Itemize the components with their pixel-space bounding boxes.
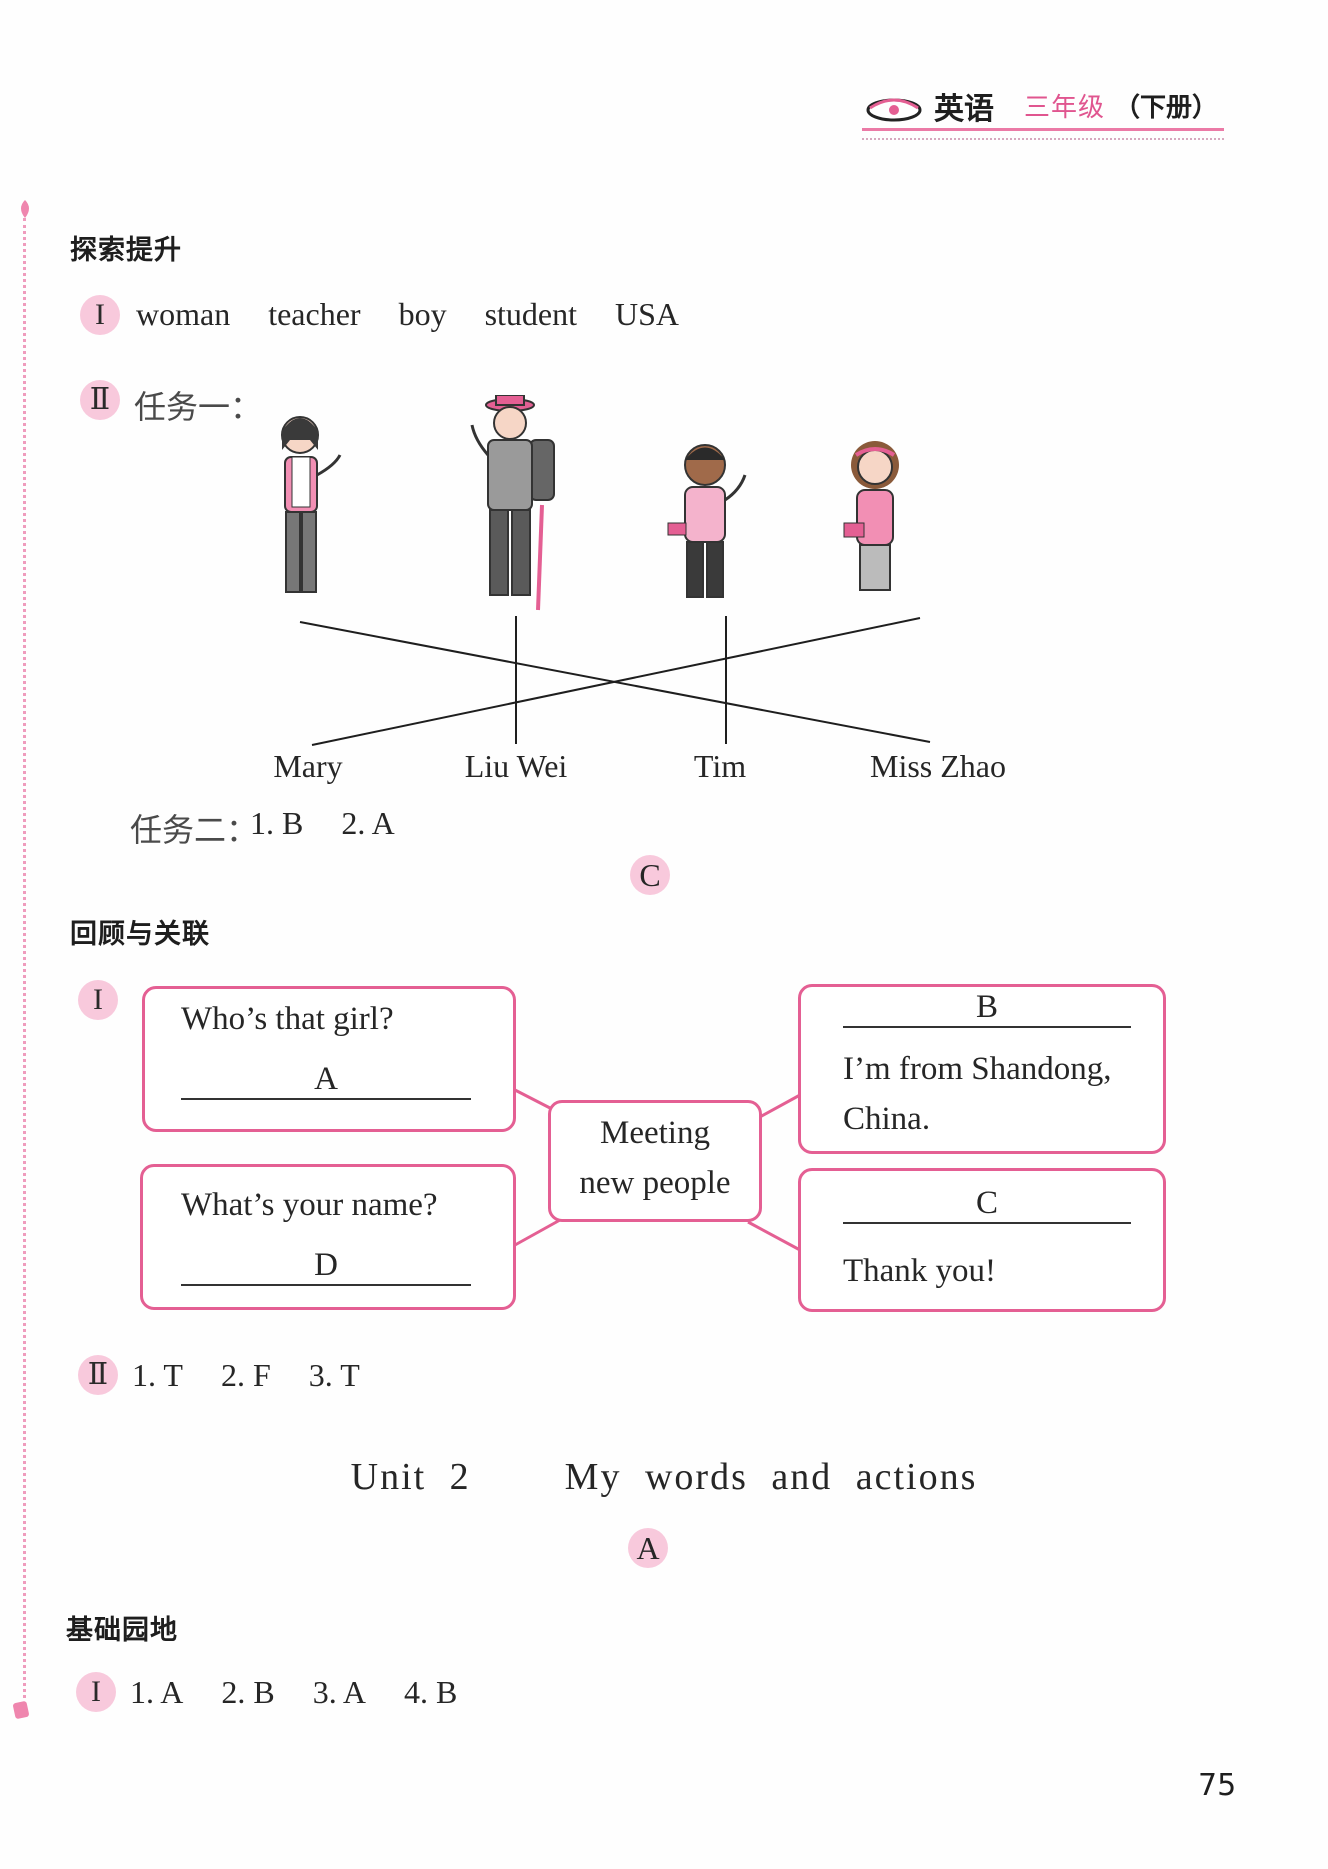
word-item: boy bbox=[398, 296, 447, 332]
word-item: woman bbox=[136, 296, 231, 332]
person-tim-icon bbox=[667, 444, 747, 598]
answer-blank: D bbox=[181, 1247, 471, 1286]
answer-item: 1. T bbox=[132, 1357, 183, 1393]
header-dotted-rule bbox=[862, 138, 1224, 140]
center-line-2: new people bbox=[579, 1165, 731, 1201]
people-illustration bbox=[281, 395, 899, 611]
header-subject: 英语 bbox=[934, 92, 994, 127]
word-item: teacher bbox=[268, 296, 361, 332]
section1-part1-row: I bbox=[80, 295, 120, 335]
task2-prefix: 任务二： bbox=[130, 811, 259, 849]
answer-blank: A bbox=[181, 1061, 471, 1100]
box-meeting-new-people: Meeting new people bbox=[548, 1100, 762, 1222]
name-label: Miss Zhao bbox=[870, 748, 1006, 784]
name-label: Mary bbox=[273, 748, 343, 784]
question-text: Who’s that girl? bbox=[181, 1001, 394, 1037]
answer-blank: C bbox=[843, 1185, 1131, 1224]
page-number: 75 bbox=[1198, 1768, 1237, 1803]
box-who-is-that-girl: Who’s that girl? A bbox=[142, 986, 516, 1132]
answer-item: 1. A bbox=[130, 1674, 184, 1710]
answer-item: 1. B bbox=[250, 805, 304, 841]
section2-part1-marker: I bbox=[78, 980, 118, 1020]
name-label: Liu Wei bbox=[464, 748, 568, 784]
word-item: student bbox=[484, 296, 577, 332]
part-c-badge: C bbox=[630, 855, 670, 895]
question-text: What’s your name? bbox=[181, 1187, 438, 1223]
box-from-shandong: B I’m from Shandong, China. bbox=[798, 984, 1166, 1154]
reply-text: Thank you! bbox=[843, 1253, 997, 1289]
section-heading-basics: 基础园地 bbox=[66, 1615, 178, 1646]
leaf-ornament-icon bbox=[21, 200, 29, 218]
roman-marker: Ⅱ bbox=[80, 380, 120, 420]
name-label: Tim bbox=[693, 748, 747, 784]
roman-marker: I bbox=[78, 980, 118, 1020]
roman-marker: I bbox=[80, 295, 120, 335]
margin-dotted-line bbox=[23, 218, 26, 1698]
unit-title: Unit 2 My words and actions bbox=[350, 1456, 978, 1498]
section-heading-review: 回顾与关联 bbox=[70, 919, 210, 950]
roman-marker: Ⅱ bbox=[78, 1355, 118, 1395]
answer-blank: B bbox=[843, 989, 1131, 1028]
answer-item: 2. B bbox=[221, 1674, 275, 1710]
section3-answers: 1. A 2. B 3. A 4. B bbox=[130, 1674, 495, 1711]
answer-item: 2. F bbox=[220, 1357, 271, 1393]
person-miss-zhao-icon bbox=[843, 441, 899, 591]
center-line-1: Meeting bbox=[600, 1115, 710, 1151]
reply-line-2: China. bbox=[843, 1101, 931, 1137]
section2-part2-marker: Ⅱ bbox=[78, 1355, 118, 1395]
answer-item: 3. A bbox=[312, 1674, 367, 1710]
concept-map-connectors bbox=[514, 1088, 801, 1252]
person-mary-icon bbox=[281, 416, 342, 593]
reply-line-1: I’m from Shandong, bbox=[843, 1051, 1112, 1087]
person-liu-wei-icon bbox=[470, 395, 555, 611]
answer-item: 4. B bbox=[404, 1674, 458, 1710]
task2-label: 任务二： bbox=[130, 805, 258, 851]
header-grade: 三年级 bbox=[1024, 93, 1106, 123]
answer-item: 3. T bbox=[308, 1357, 360, 1393]
box-what-is-your-name: What’s your name? D bbox=[140, 1164, 516, 1310]
task2-answers: 1. B 2. A bbox=[250, 805, 433, 842]
task1-label: 任务一： bbox=[134, 388, 263, 426]
header-volume: （下册） bbox=[1114, 93, 1219, 123]
word-item: USA bbox=[615, 296, 680, 332]
roman-marker: I bbox=[76, 1672, 116, 1712]
header-rule bbox=[862, 128, 1224, 131]
book-logo-icon bbox=[866, 98, 922, 122]
matching-lines bbox=[299, 616, 931, 746]
section-heading-explore: 探索提升 bbox=[70, 235, 182, 266]
word-list: woman teacher boy student USA bbox=[136, 296, 717, 333]
margin-end-ornament bbox=[12, 1700, 30, 1720]
part-a-badge: A bbox=[628, 1528, 668, 1568]
answer-item: 2. A bbox=[341, 805, 395, 841]
box-thank-you: C Thank you! bbox=[798, 1168, 1166, 1312]
section2-part2-answers: 1. T 2. F 3. T bbox=[132, 1357, 398, 1394]
section3-part1-marker: I bbox=[76, 1672, 116, 1712]
section1-part2-marker: Ⅱ bbox=[80, 380, 120, 420]
